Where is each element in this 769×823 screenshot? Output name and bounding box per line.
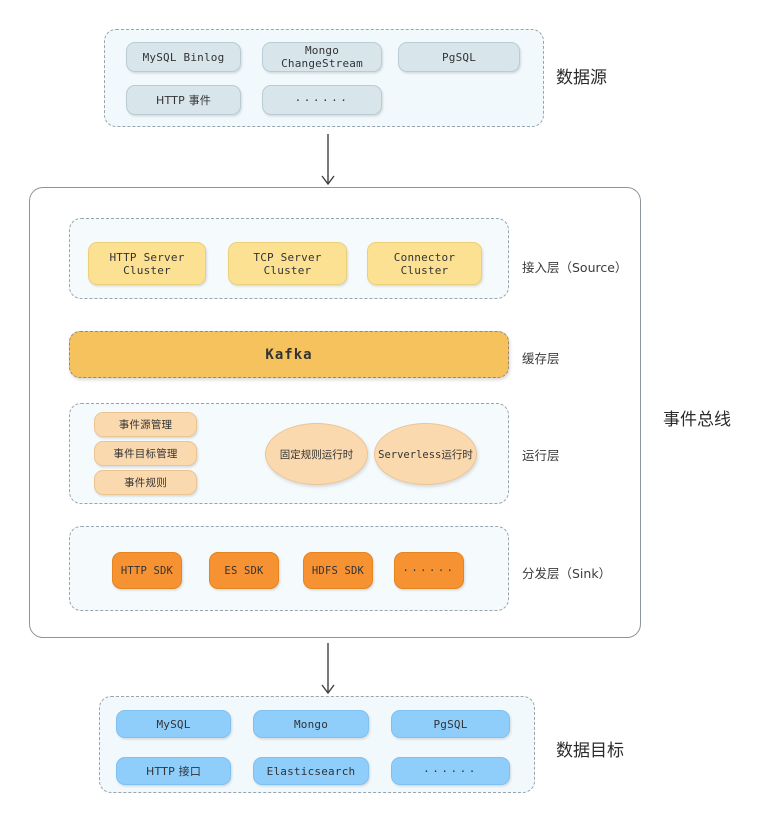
arrow-bus-to-target [321,643,335,695]
access-item-label: TCP Server Cluster [253,250,322,277]
sink-item-more[interactable]: ······ [394,552,464,589]
access-layer-side-label: 接入层（Source） [522,260,628,275]
target-item-label: Mongo [293,717,329,731]
target-item-label: PgSQL [433,717,468,731]
source-item-pgsql[interactable]: PgSQL [398,42,520,72]
runtime-item-label: Serverless运行时 [378,448,473,461]
source-item-label: MySQL Binlog [142,50,225,64]
arrow-source-to-bus [321,134,335,186]
data-source-section-label: 数据源 [556,68,607,88]
target-item-http-api[interactable]: HTTP 接口 [116,757,231,785]
kafka-label: Kafka [265,346,313,363]
source-item-mysql-binlog[interactable]: MySQL Binlog [126,42,241,72]
target-item-label: HTTP 接口 [145,765,202,778]
kafka-bar[interactable]: Kafka [69,331,509,378]
runtime-layer-side-label: 运行层 [522,448,560,463]
cache-layer-side-label: 缓存层 [522,351,560,366]
sink-item-label: ······ [402,564,456,577]
access-item-connector-cluster[interactable]: Connector Cluster [367,242,482,285]
runtime-item-event-source-management[interactable]: 事件源管理 [94,412,197,437]
source-item-label: Mongo ChangeStream [281,44,363,70]
target-item-mongo[interactable]: Mongo [253,710,369,738]
sink-item-http-sdk[interactable]: HTTP SDK [112,552,182,589]
runtime-item-label: 事件源管理 [118,419,173,431]
runtime-item-fixed-rule-runtime[interactable]: 固定规则运行时 [265,423,368,485]
source-item-label: HTTP 事件 [155,94,212,107]
target-item-more[interactable]: ······ [391,757,510,785]
access-item-tcp-server-cluster[interactable]: TCP Server Cluster [228,242,347,285]
target-item-elasticsearch[interactable]: Elasticsearch [253,757,369,785]
sink-item-es-sdk[interactable]: ES SDK [209,552,279,589]
runtime-item-event-rules[interactable]: 事件规则 [94,470,197,495]
source-item-label: PgSQL [441,50,477,64]
source-item-mongo-changestream[interactable]: Mongo ChangeStream [262,42,382,72]
sink-item-label: HTTP SDK [120,564,174,577]
access-item-http-server-cluster[interactable]: HTTP Server Cluster [88,242,206,285]
event-bus-title: 事件总线 [663,410,731,430]
access-item-label: HTTP Server Cluster [109,250,185,277]
target-item-label: Elasticsearch [266,764,356,778]
runtime-item-label: 事件规则 [124,477,167,489]
target-item-mysql[interactable]: MySQL [116,710,231,738]
sink-item-hdfs-sdk[interactable]: HDFS SDK [303,552,373,589]
source-item-more[interactable]: ······ [262,85,382,115]
source-item-http-event[interactable]: HTTP 事件 [126,85,241,115]
target-item-label: MySQL [156,717,191,731]
data-target-section-label: 数据目标 [556,741,624,761]
target-item-label: ······ [423,764,478,778]
target-item-pgsql[interactable]: PgSQL [391,710,510,738]
sink-item-label: ES SDK [224,564,264,577]
runtime-item-event-target-management[interactable]: 事件目标管理 [94,441,197,466]
access-item-label: Connector Cluster [393,250,456,277]
runtime-item-label: 固定规则运行时 [279,448,354,461]
sink-item-label: HDFS SDK [311,564,365,577]
sink-layer-side-label: 分发层（Sink） [522,566,612,581]
runtime-item-label: 事件目标管理 [113,448,178,460]
source-item-label: ······ [294,93,350,107]
runtime-item-serverless-runtime[interactable]: Serverless运行时 [374,423,477,485]
